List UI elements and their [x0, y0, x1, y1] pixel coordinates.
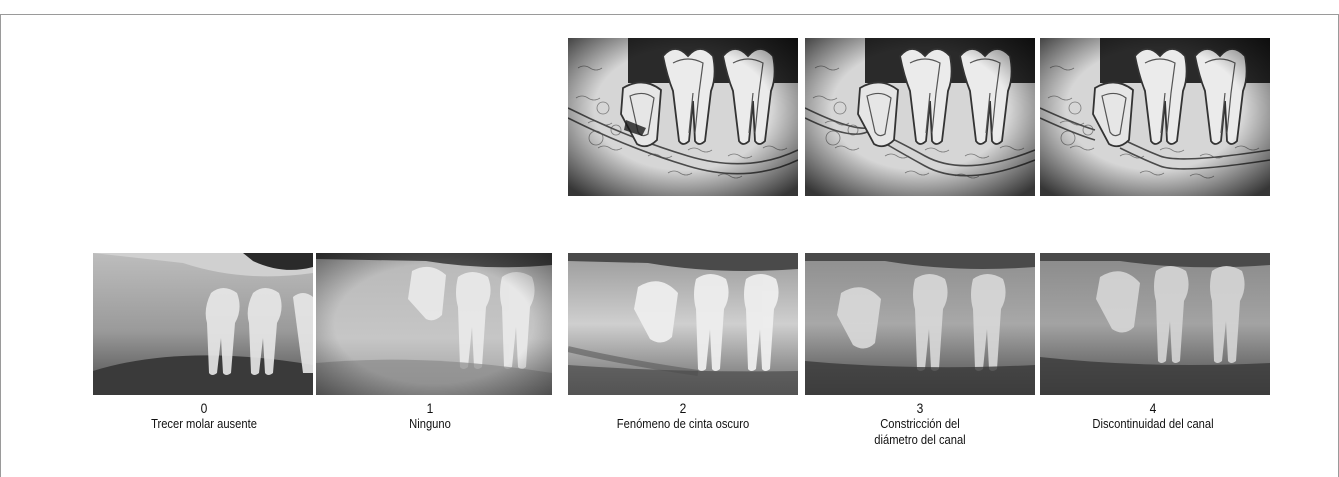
diagram-drawing-2: [568, 38, 798, 196]
caption-panel-2: 2 Fenómeno de cinta oscuro: [590, 400, 776, 432]
radiograph-4: [1040, 253, 1270, 395]
panel-label: Constricción del diámetro del canal: [873, 416, 968, 448]
panel-number: 2: [590, 400, 776, 416]
radiograph-3: [805, 253, 1035, 395]
panel-number: 0: [111, 400, 297, 416]
panel-label: Trecer molar ausente: [111, 416, 297, 432]
caption-panel-1: 1 Ninguno: [337, 400, 523, 432]
radiograph-0: [93, 253, 313, 395]
panel-label: Discontinuidad del canal: [1060, 416, 1246, 432]
caption-panel-4: 4 Discontinuidad del canal: [1060, 400, 1246, 432]
diagram-drawing-3: [805, 38, 1035, 196]
panel-number: 1: [337, 400, 523, 416]
panel-label: Fenómeno de cinta oscuro: [590, 416, 776, 432]
caption-panel-3: 3 Constricción del diámetro del canal: [827, 400, 1013, 448]
panel-number: 3: [827, 400, 1013, 416]
panel-label: Ninguno: [337, 416, 523, 432]
caption-panel-0: 0 Trecer molar ausente: [111, 400, 297, 432]
radiograph-1: [316, 253, 552, 395]
panel-number: 4: [1060, 400, 1246, 416]
radiograph-2: [568, 253, 798, 395]
diagram-drawing-4: [1040, 38, 1270, 196]
